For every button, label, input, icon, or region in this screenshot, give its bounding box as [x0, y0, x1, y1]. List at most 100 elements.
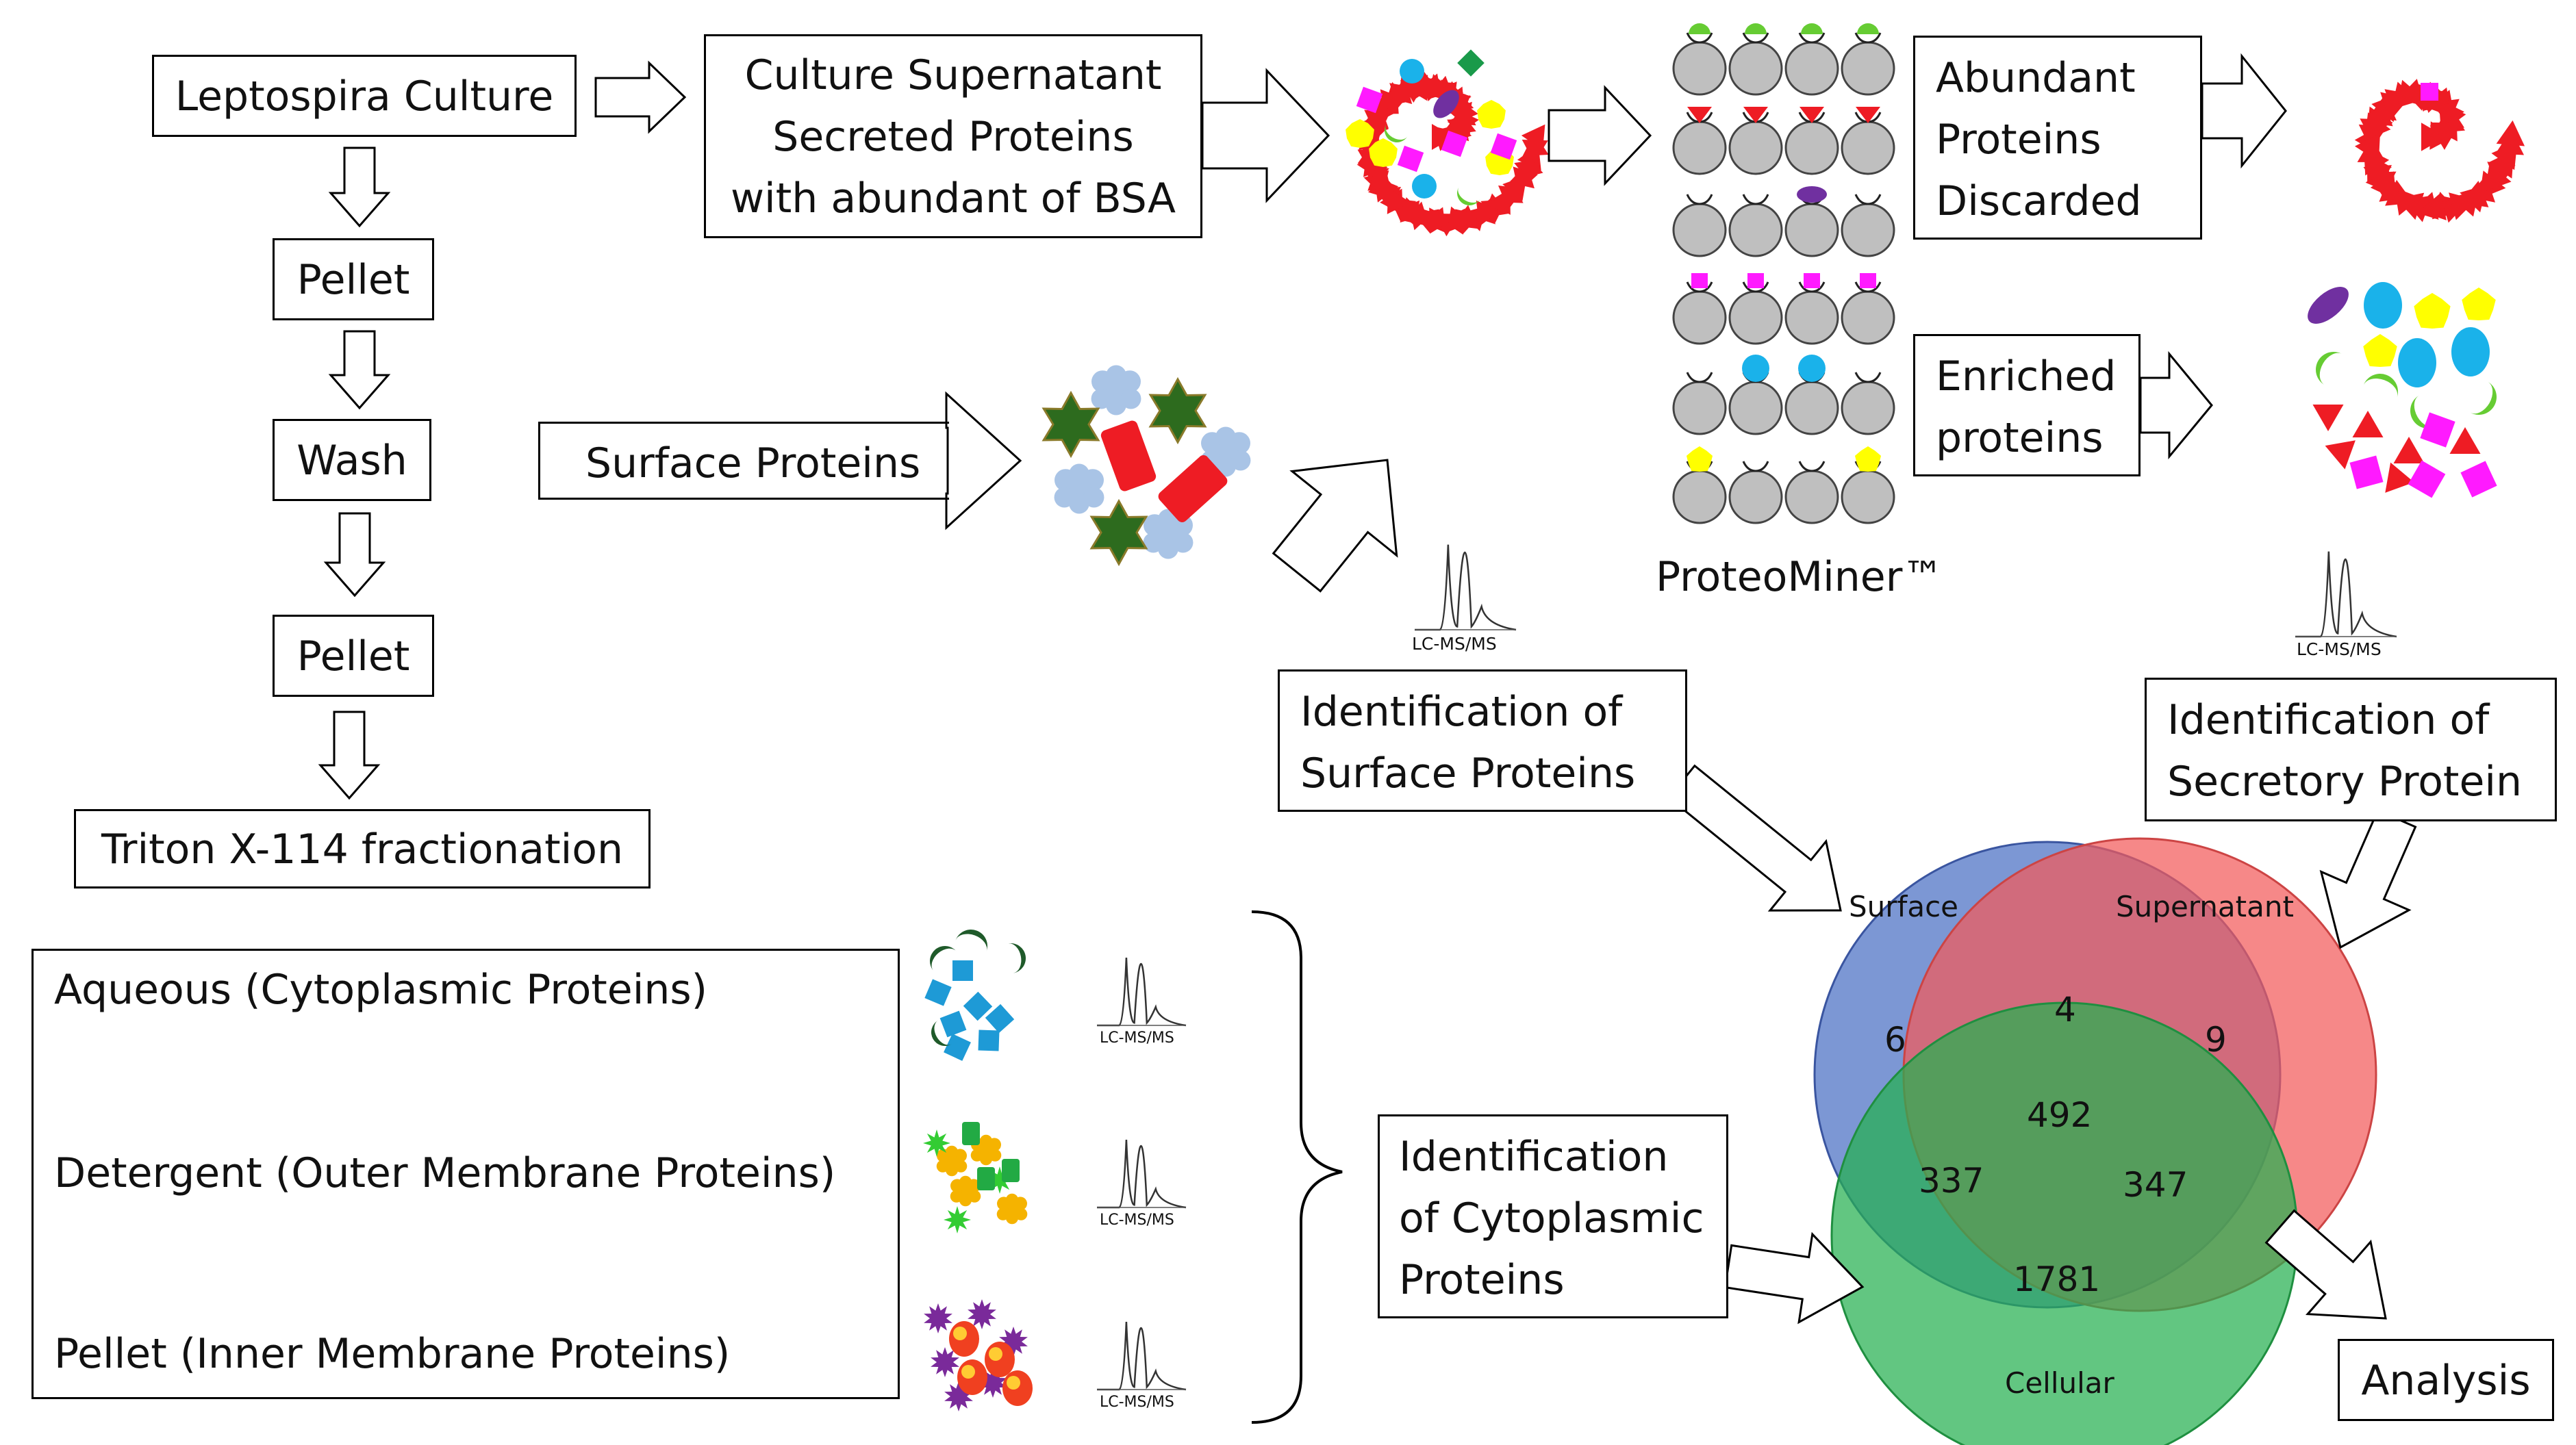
- triangle-protein: [1375, 88, 1399, 114]
- abundant-discarded-label: Abundant Proteins Discarded: [1936, 54, 2142, 225]
- green-burst-protein: [944, 1206, 971, 1233]
- arrow-mixture-to-beads: [1548, 85, 1652, 186]
- lcms-label-detergent: LC-MS/MS: [1100, 1212, 1174, 1229]
- bead-ligand: [1854, 32, 1882, 44]
- blob-lobe: [945, 1164, 959, 1177]
- yellow-protein: [1477, 100, 1506, 129]
- chromatogram-aqueous: [1097, 957, 1187, 1027]
- triton-fractionation-box: Triton X-114 fractionation: [74, 809, 651, 888]
- triangle-protein: [2325, 440, 2356, 470]
- triangle-protein: [1363, 103, 1389, 129]
- venn-count-supernatant-only: 9: [2205, 1020, 2227, 1060]
- arrow-culture-to-supernatant: [594, 60, 687, 134]
- bead-ligand: [1742, 461, 1769, 472]
- green-star-protein: [1041, 390, 1100, 459]
- proteominer-bead: [1784, 41, 1839, 96]
- surface-proteins-box: Surface Proteins: [538, 422, 949, 500]
- blue-square-protein: [944, 1034, 971, 1061]
- blob-lobe: [979, 1134, 993, 1147]
- red-rect-protein: [1100, 420, 1157, 491]
- green-rect-protein: [962, 1122, 980, 1145]
- blob-lobe: [1106, 365, 1126, 386]
- arrow-surface-proteins: [945, 391, 1022, 530]
- leptospira-culture-box: Leptospira Culture: [152, 55, 577, 137]
- blue-blob-protein: [1054, 463, 1104, 514]
- venn-count-all-three: 492: [2027, 1095, 2093, 1135]
- cyan-protein: [2364, 282, 2402, 329]
- blob-lobe: [1158, 538, 1178, 559]
- magenta-protein: [1441, 130, 1468, 157]
- crescent-protein: [2316, 352, 2343, 385]
- identification-cytoplasmic-box: Identification of Cytoplasmic Proteins: [1378, 1114, 1728, 1318]
- proteominer-bead: [1841, 203, 1895, 257]
- arrow-supernatant-to-mixture: [1201, 68, 1330, 203]
- proteominer-bead: [1728, 120, 1783, 175]
- fraction-aqueous: Aqueous (Cytoplasmic Proteins): [54, 966, 708, 1014]
- bead-ligand: [1854, 281, 1882, 293]
- purple-protein: [1433, 90, 1459, 118]
- captured-protein: [1686, 446, 1713, 472]
- cyan-protein: [1400, 59, 1424, 84]
- arrow-to-venn-supernatant: [2319, 809, 2417, 949]
- wash-box: Wash: [273, 419, 431, 501]
- triangle-protein: [1514, 159, 1540, 183]
- culture-supernatant-label: Culture Supernatant Secreted Proteins wi…: [730, 51, 1176, 222]
- triangle-protein: [2385, 462, 2414, 493]
- captured-protein: [1747, 273, 1764, 288]
- pellet-box-1: Pellet: [273, 238, 434, 320]
- pellet-label-1: Pellet: [296, 256, 410, 304]
- crescent-protein: [2410, 395, 2437, 429]
- cyan-protein: [2451, 327, 2490, 376]
- venn-count-supernatant-cellular: 347: [2123, 1165, 2188, 1205]
- proteominer-bead: [1672, 120, 1727, 175]
- arrow-venn-to-analysis: [2264, 1209, 2387, 1320]
- enriched-proteins-box: Enriched proteins: [1913, 334, 2141, 476]
- arrow-down-1: [328, 146, 391, 228]
- lcms-label-aqueous: LC-MS/MS: [1100, 1030, 1174, 1047]
- oval-highlight: [961, 1365, 975, 1379]
- purple-burst-protein: [924, 1303, 952, 1333]
- arrow-surface-to-lcms: [1272, 459, 1398, 593]
- enriched-proteins-label: Enriched proteins: [1936, 353, 2117, 462]
- bead-ligand: [1798, 281, 1826, 293]
- purple-burst-protein: [968, 1299, 996, 1329]
- proteominer-bead: [1841, 290, 1895, 345]
- purple-burst-protein: [931, 1347, 959, 1377]
- analysis-box: Analysis: [2338, 1339, 2554, 1421]
- blue-square-protein: [985, 1003, 1015, 1034]
- arrow-down-4: [318, 711, 381, 800]
- proteominer-bead: [1841, 120, 1895, 175]
- proteominer-bead: [1672, 203, 1727, 257]
- bead-ligand: [1742, 32, 1769, 44]
- venn-label-supernatant: Supernatant: [2116, 890, 2294, 923]
- chromatogram-trace: [1097, 1139, 1187, 1209]
- bead-ligand: [1742, 194, 1769, 205]
- venn-label-cellular: Cellular: [2005, 1366, 2114, 1400]
- yellow-protein: [2462, 287, 2496, 320]
- bead-ligand: [1686, 281, 1713, 293]
- triton-fractionation-label: Triton X-114 fractionation: [101, 826, 624, 873]
- pellet-box-2: Pellet: [273, 615, 434, 697]
- blue-square-protein: [924, 979, 952, 1006]
- captured-protein: [1687, 107, 1712, 123]
- diamond-protein: [1457, 49, 1485, 77]
- triangle-protein: [1400, 197, 1426, 223]
- crescent-protein: [931, 1020, 952, 1046]
- captured-protein: [1745, 23, 1767, 34]
- blob-lobe: [1069, 493, 1089, 514]
- arrow-to-venn-cellular: [1723, 1231, 1865, 1325]
- crescent-protein: [1385, 124, 1408, 142]
- triangle-protein: [1476, 200, 1500, 227]
- identification-surface-label: Identification of Surface Proteins: [1300, 688, 1636, 797]
- bead-ligand: [1686, 372, 1713, 383]
- venn-count-cellular-only: 1781: [2013, 1259, 2101, 1299]
- orange-blob-protein: [970, 1134, 1002, 1166]
- triangle-protein: [1367, 166, 1393, 191]
- proteominer-bead: [1672, 470, 1727, 524]
- bead-ligand: [1854, 194, 1882, 205]
- triangle-protein: [2484, 163, 2512, 192]
- oval-highlight: [1007, 1376, 1020, 1390]
- blob-lobe: [959, 1175, 972, 1188]
- proteominer-bead: [1672, 381, 1727, 435]
- leptospira-culture-label: Leptospira Culture: [175, 73, 554, 120]
